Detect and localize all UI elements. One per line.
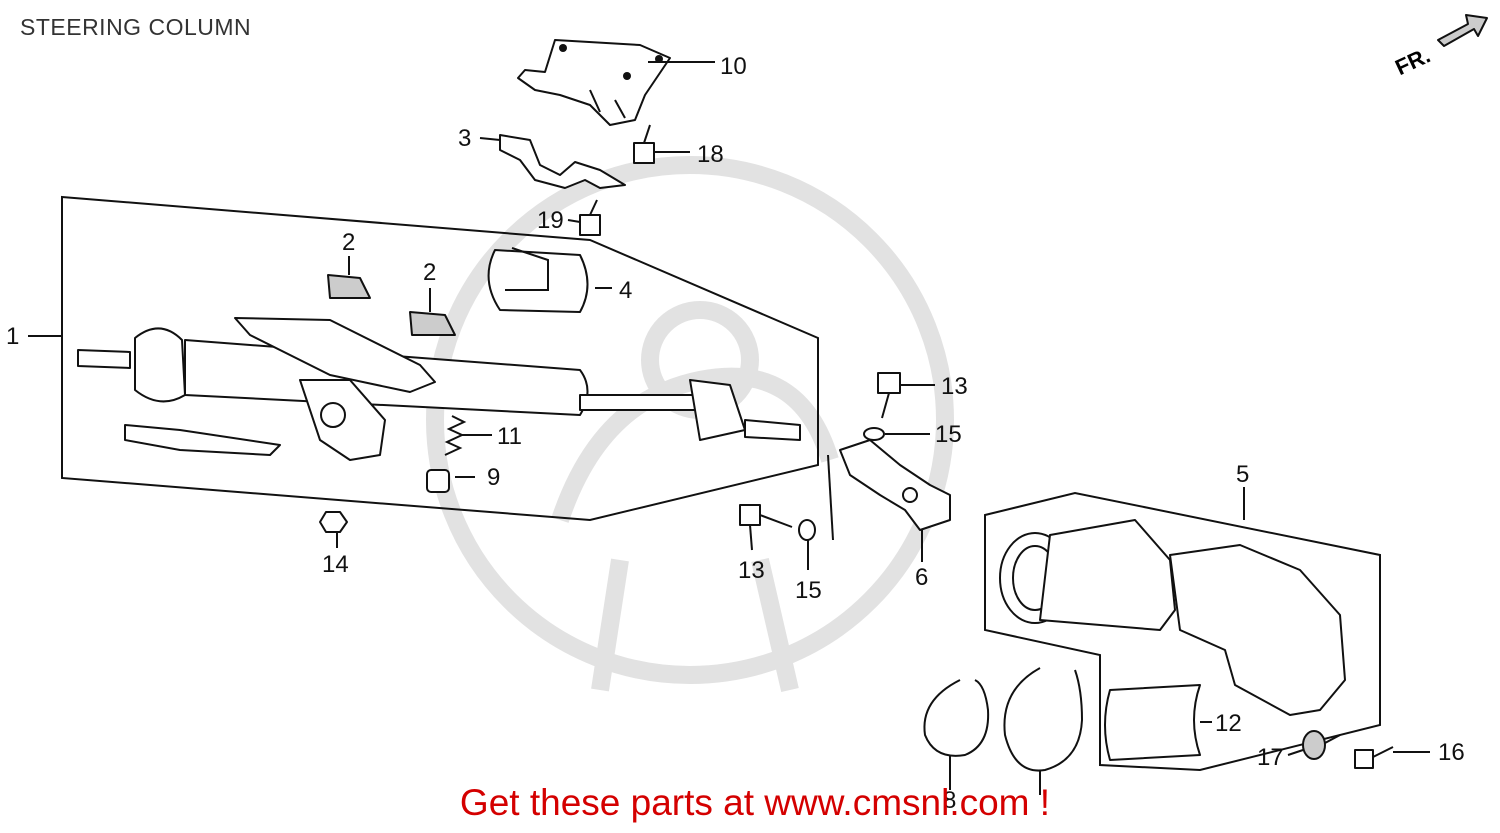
callout-labels: 1 2 2 3 4 5 6 8 9 10 11 12 13 13 14 15 1…	[6, 53, 1465, 814]
part-6-joint	[839, 439, 951, 531]
callout-13a: 13	[941, 373, 968, 400]
callout-13b: 13	[738, 557, 765, 584]
callout-15a: 15	[935, 421, 962, 448]
promo-link[interactable]: Get these parts at www.cmsnl.com !	[459, 782, 1051, 823]
part-14-nut	[319, 511, 348, 533]
part-16-screw	[1354, 746, 1394, 769]
fr-label: FR.	[1391, 42, 1434, 80]
callout-15b: 15	[795, 577, 822, 604]
callout-6: 6	[915, 564, 928, 591]
callout-14: 14	[322, 551, 349, 578]
callout-5: 5	[1236, 461, 1249, 488]
assembly-outline-1	[61, 195, 819, 522]
callout-16: 16	[1438, 739, 1465, 766]
part-8-band	[923, 679, 990, 757]
callout-4: 4	[619, 277, 632, 304]
assembly-outline-5	[984, 491, 1381, 772]
part-19-bolt	[579, 199, 601, 236]
callout-2b: 2	[423, 259, 436, 286]
part-10-bracket	[517, 39, 671, 126]
callout-1: 1	[6, 323, 19, 350]
leader-lines	[28, 61, 1430, 795]
part-15-washer-b	[798, 519, 816, 541]
part-4-sleeve	[487, 247, 589, 313]
callout-11: 11	[497, 423, 522, 450]
callout-3: 3	[458, 125, 471, 152]
part-13-bolt-b	[739, 504, 793, 528]
callout-12: 12	[1215, 710, 1242, 737]
part-2-clip-a	[327, 274, 371, 299]
part-15-washer-a	[863, 427, 885, 441]
part-5-boot	[999, 519, 1346, 716]
part-1-steering-column	[77, 317, 801, 461]
part-17-clip	[1302, 730, 1341, 760]
callout-10: 10	[720, 53, 747, 80]
part-9-nut	[426, 469, 450, 493]
front-direction-arrow: FR.	[1391, 14, 1488, 80]
part-3-clamp	[499, 134, 626, 189]
assembly-outline-6	[827, 454, 834, 541]
callout-8: 8	[943, 787, 956, 814]
part-2-clip-b	[409, 311, 456, 336]
callout-18: 18	[697, 141, 724, 168]
callout-2a: 2	[342, 229, 355, 256]
callout-19: 19	[537, 207, 564, 234]
part-13-bolt-a	[877, 372, 901, 419]
diagram-title: STEERING COLUMN	[20, 14, 252, 40]
callout-9: 9	[487, 464, 500, 491]
callout-17: 17	[1257, 744, 1284, 771]
part-7-band	[1003, 667, 1084, 772]
part-12-sheet	[1104, 684, 1201, 761]
part-18-bolt	[633, 124, 655, 164]
